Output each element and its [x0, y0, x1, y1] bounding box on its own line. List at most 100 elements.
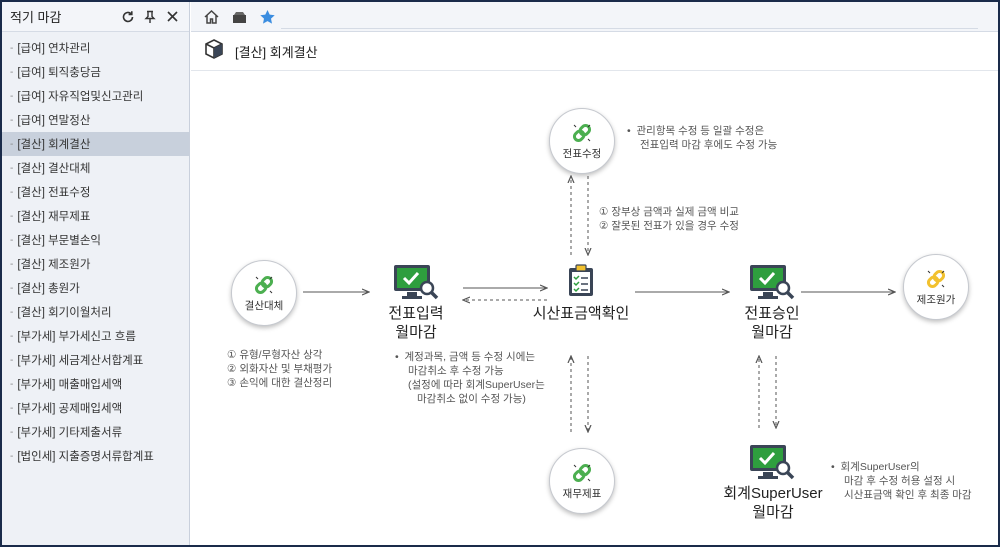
flow-arrows — [303, 72, 998, 545]
node-label: 전표수정 — [562, 147, 602, 160]
sidebar-item[interactable]: -[결산] 전표수정 — [2, 180, 189, 204]
note-line: 마감 후 수정 허용 설정 시 — [844, 475, 956, 487]
pin-icon[interactable] — [141, 8, 159, 26]
bullet-dash: - — [10, 402, 14, 414]
note-line: (설정에 따라 회계SuperUser는 — [408, 379, 545, 391]
sidebar-item-label: [법인세] 지출증명서류합계표 — [17, 451, 154, 463]
sidebar-item[interactable]: -[법인세] 지출증명서류합계표 — [2, 444, 189, 468]
sidebar-item-label: [부가세] 세금계산서합계표 — [17, 355, 144, 367]
node-trial-balance[interactable]: 시산표금액확인 — [521, 304, 641, 323]
node-label-line: 월마감 — [751, 324, 793, 341]
sidebar-item[interactable]: -[결산] 회계결산 — [2, 132, 189, 156]
note-cancel: • 계정과목, 금액 등 수정 시에는 마감취소 후 수정 가능 (설정에 따라… — [395, 350, 545, 406]
sidebar-item[interactable]: -[결산] 총원가 — [2, 276, 189, 300]
sidebar-item-label: [결산] 총원가 — [17, 283, 80, 295]
bullet-dash: - — [10, 114, 14, 126]
chain-link-icon — [572, 123, 592, 142]
node-voucher-input[interactable]: 전표입력 월마감 — [371, 304, 461, 342]
note-superuser: • 회계SuperUser의 마감 후 수정 허용 설정 시 시산표금액 확인 … — [831, 460, 972, 502]
note-compare: ① 장부상 금액과 실제 금액 비교 ② 잘못된 전표가 있을 경우 수정 — [599, 205, 739, 233]
sidebar-item-label: [결산] 회기이월처리 — [17, 307, 112, 319]
node-voucher-approval[interactable]: 전표승인 월마감 — [727, 304, 817, 342]
bullet-dash: - — [10, 234, 14, 246]
sidebar-item[interactable]: -[부가세] 공제매입세액 — [2, 396, 189, 420]
sidebar-item-label: [급여] 연말정산 — [17, 115, 91, 127]
note-line: 전표입력 마감 후에도 수정 가능 — [640, 139, 778, 151]
sidebar-item[interactable]: -[급여] 연차관리 — [2, 36, 189, 60]
bullet-dash: - — [10, 330, 14, 342]
refresh-icon[interactable] — [119, 8, 137, 26]
sidebar-item-label: [결산] 재무제표 — [17, 211, 91, 223]
page-header: [결산] 회계결산 — [191, 33, 998, 71]
note-closing: ① 유형/무형자산 상각 ② 외화자산 및 부채평가 ③ 손익에 대한 결산정리 — [227, 348, 332, 390]
sidebar-item-label: [결산] 전표수정 — [17, 187, 91, 199]
sidebar-item[interactable]: -[결산] 부문별손익 — [2, 228, 189, 252]
note-line: • 계정과목, 금액 등 수정 시에는 — [395, 351, 536, 363]
sidebar-item-label: [결산] 회계결산 — [17, 139, 91, 151]
note-voucher-edit: • 관리항목 수정 등 일괄 수정은 전표입력 마감 후에도 수정 가능 — [627, 124, 777, 152]
bullet-dash: - — [10, 282, 14, 294]
node-label: 제조원가 — [916, 293, 956, 306]
note-line: ③ 손익에 대한 결산정리 — [227, 377, 333, 389]
note-line: ① 장부상 금액과 실제 금액 비교 — [599, 206, 739, 218]
sidebar-item[interactable]: -[부가세] 기타제출서류 — [2, 420, 189, 444]
bullet-dash: - — [10, 162, 14, 174]
close-icon[interactable] — [163, 8, 181, 26]
sidebar-item[interactable]: -[부가세] 세금계산서합계표 — [2, 348, 189, 372]
box-icon[interactable] — [225, 5, 253, 29]
sidebar-item[interactable]: -[급여] 연말정산 — [2, 108, 189, 132]
chain-link-icon — [926, 269, 946, 288]
sidebar-item[interactable]: -[결산] 회기이월처리 — [2, 300, 189, 324]
sidebar-item[interactable]: -[급여] 자유직업및신고관리 — [2, 84, 189, 108]
node-superuser[interactable]: 회계SuperUser 월마감 — [713, 484, 833, 522]
node-label-line: 월마감 — [395, 324, 437, 341]
sidebar-item-label: [부가세] 공제매입세액 — [17, 403, 123, 415]
sidebar-item-label: [결산] 결산대체 — [17, 163, 91, 175]
cube-icon — [203, 38, 225, 65]
node-label-line: 전표입력 — [388, 305, 444, 322]
sidebar-item[interactable]: -[결산] 재무제표 — [2, 204, 189, 228]
sidebar-item[interactable]: -[급여] 퇴직충당금 — [2, 60, 189, 84]
bullet-dash: - — [10, 450, 14, 462]
note-line: 시산표금액 확인 후 최종 마감 — [844, 489, 972, 501]
node-label: 재무제표 — [562, 487, 602, 500]
node-label-line: 전표승인 — [744, 305, 800, 322]
sidebar-item-label: [부가세] 부가세신고 흐름 — [17, 331, 136, 343]
node-label-line: 회계SuperUser — [723, 485, 823, 502]
tab-bar — [191, 2, 998, 32]
sidebar-item-label: [부가세] 기타제출서류 — [17, 427, 123, 439]
node-label: 결산대체 — [244, 299, 284, 312]
star-icon[interactable] — [253, 5, 281, 29]
note-line: ① 유형/무형자산 상각 — [227, 349, 323, 361]
tab-strip — [281, 5, 978, 29]
sidebar-item[interactable]: -[부가세] 매출매입세액 — [2, 372, 189, 396]
sidebar-item[interactable]: -[결산] 제조원가 — [2, 252, 189, 276]
note-line: ② 잘못된 전표가 있을 경우 수정 — [599, 220, 739, 232]
monitor-check-icon — [750, 265, 795, 300]
sidebar-menu: -[급여] 연차관리-[급여] 퇴직충당금-[급여] 자유직업및신고관리-[급여… — [2, 32, 189, 468]
node-closing-transfer[interactable]: 결산대체 — [231, 260, 297, 326]
note-line: 마감취소 후 수정 가능 — [408, 365, 504, 377]
note-line: 마감취소 없이 수정 가능) — [417, 393, 526, 405]
sidebar-item-label: [급여] 연차관리 — [17, 43, 91, 55]
node-label-line: 월마감 — [752, 504, 794, 521]
monitor-check-icon — [394, 265, 439, 300]
bullet-dash: - — [10, 138, 14, 150]
chain-link-icon — [572, 463, 592, 482]
sidebar-header: 적기 마감 — [2, 2, 189, 32]
bullet-dash: - — [10, 306, 14, 318]
page-title: [결산] 회계결산 — [235, 45, 318, 60]
bullet-dash: - — [10, 90, 14, 102]
bullet-dash: - — [10, 210, 14, 222]
bullet-dash: - — [10, 258, 14, 270]
node-voucher-edit[interactable]: 전표수정 — [549, 108, 615, 174]
home-icon[interactable] — [197, 5, 225, 29]
sidebar-item[interactable]: -[결산] 결산대체 — [2, 156, 189, 180]
node-financial-statements[interactable]: 재무제표 — [549, 448, 615, 514]
sidebar-item-label: [결산] 부문별손익 — [17, 235, 101, 247]
sidebar-title: 적기 마감 — [10, 10, 62, 25]
node-manufacturing-cost[interactable]: 제조원가 — [903, 254, 969, 320]
sidebar-item[interactable]: -[부가세] 부가세신고 흐름 — [2, 324, 189, 348]
sidebar: 적기 마감 -[급여] 연차관리-[급여] 퇴직충당금-[급여] 자유직업및신고… — [2, 2, 190, 545]
